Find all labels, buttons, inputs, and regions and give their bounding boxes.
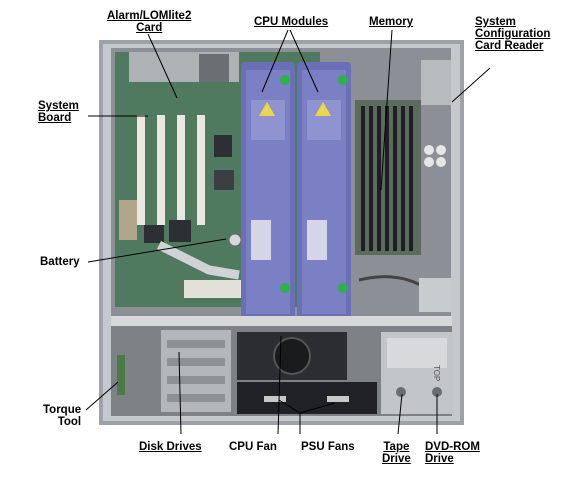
torque-tool-handle <box>117 355 125 395</box>
pci-slot <box>157 115 165 225</box>
label-sys-config-line1: System <box>475 16 516 28</box>
cpu-module-left <box>241 62 295 322</box>
label-alarm-line1: Alarm/LOMlite2 <box>107 10 192 22</box>
pci-slot <box>177 115 185 225</box>
pci-slot <box>197 115 205 225</box>
label-tape-drive: Tape Drive <box>382 441 411 465</box>
label-sys-config-line3: Card Reader <box>475 40 544 52</box>
label-tape-line1: Tape <box>383 441 410 453</box>
label-cpu-modules: CPU Modules <box>254 16 329 28</box>
tray-top-marking: TOP <box>432 365 441 381</box>
label-system-board: System Board <box>38 100 79 124</box>
label-sys-config-line2: Configuration <box>475 28 551 40</box>
label-tape-line2: Drive <box>382 453 411 465</box>
label-cpu-fan: CPU Fan <box>229 441 277 453</box>
label-system-board-line1: System <box>38 100 79 112</box>
label-system-configuration-card-reader: System Configuration Card Reader <box>475 16 550 52</box>
label-memory: Memory <box>369 16 414 28</box>
label-torque-line1: Torque <box>43 404 82 416</box>
label-torque-line2: Tool <box>57 416 82 428</box>
config-card-reader <box>421 60 451 105</box>
label-alarm-lomlite2-card: Alarm/LOMlite2 Card <box>107 10 191 34</box>
label-disk-drives: Disk Drives <box>139 441 202 453</box>
label-dvd-rom-drive: DVD-ROM Drive <box>425 441 480 465</box>
battery-cell <box>228 233 242 247</box>
label-dvd-line1: DVD-ROM <box>425 441 480 453</box>
label-psu-fans: PSU Fans <box>301 441 355 453</box>
label-battery: Battery <box>40 256 80 268</box>
psu-fans <box>237 382 377 414</box>
server-chassis-photo: TOP <box>99 40 464 425</box>
label-alarm-line2: Card <box>136 22 163 34</box>
label-torque-tool: Torque Tool <box>43 404 81 428</box>
label-system-board-line2: Board <box>38 112 72 124</box>
label-dvd-line2: Drive <box>425 453 454 465</box>
cpu-module-right <box>297 62 351 322</box>
pci-slot <box>137 115 145 225</box>
